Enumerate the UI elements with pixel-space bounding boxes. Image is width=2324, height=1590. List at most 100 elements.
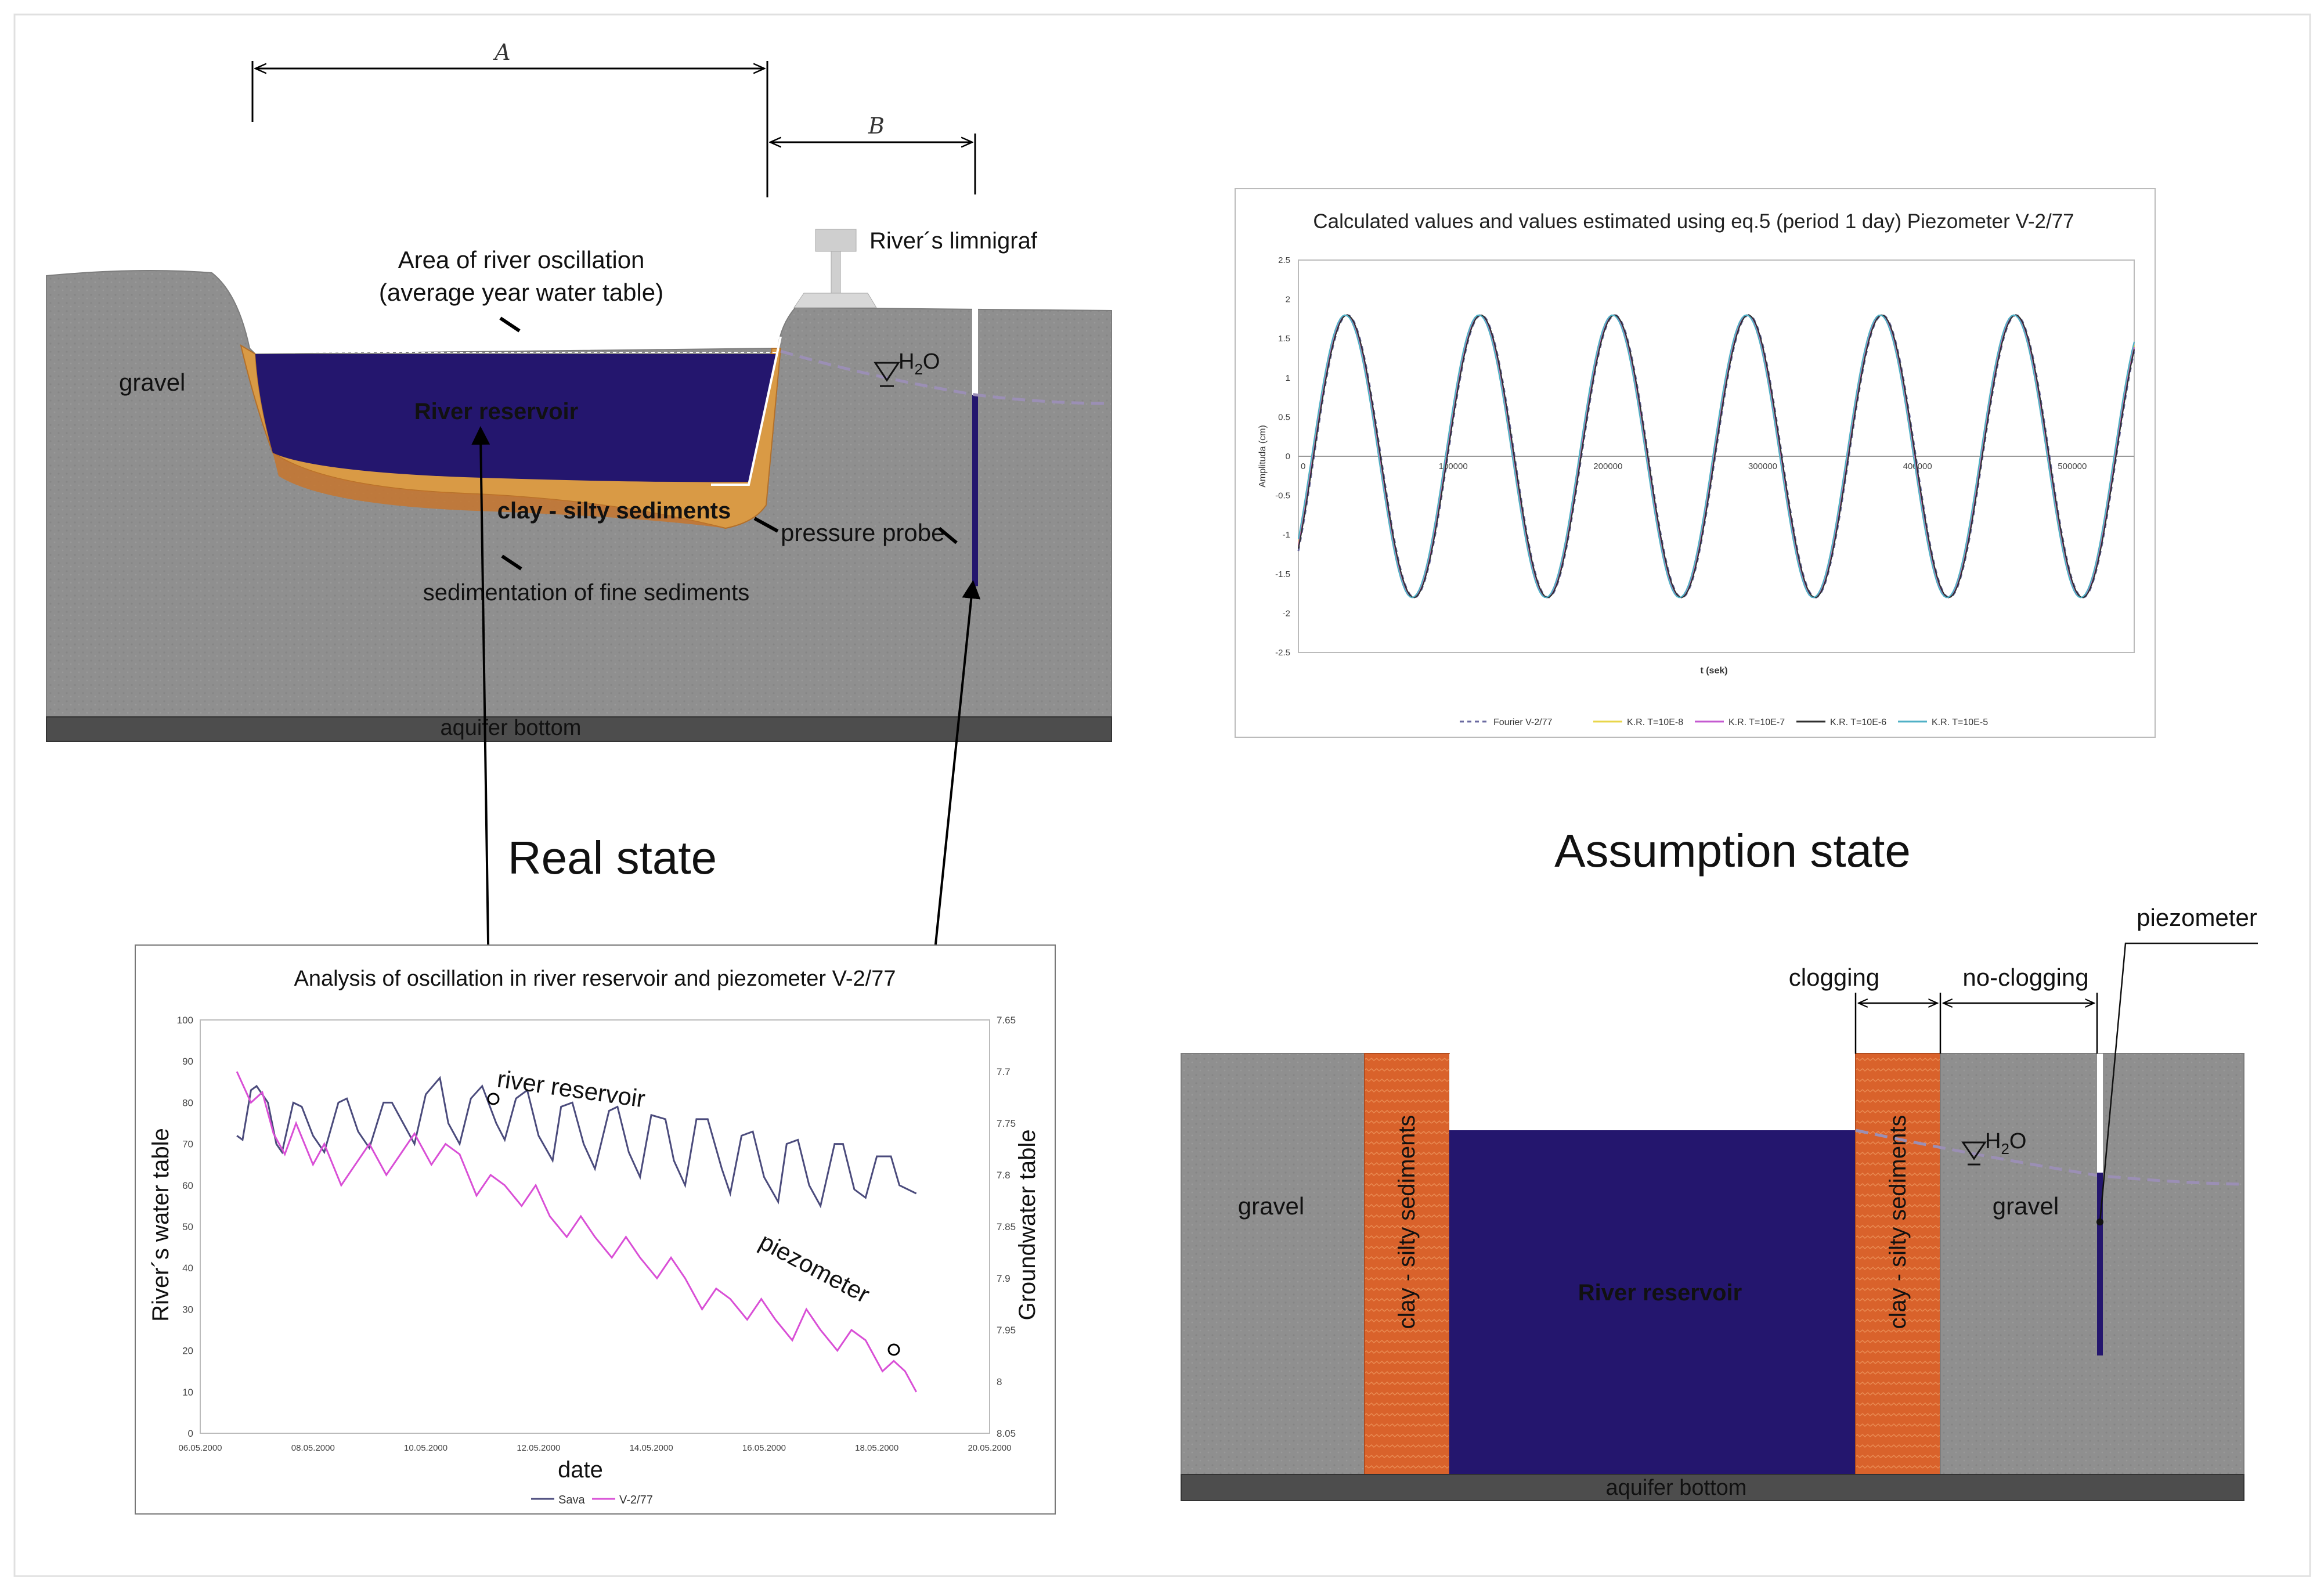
assump-piezometer-well — [2097, 1173, 2103, 1355]
water-table-symbol-icon — [874, 362, 900, 387]
chart2-legend-label-3: K.R. T=10E-6 — [1830, 718, 1886, 727]
chart1-x-tick-2: 10.05.2000 — [404, 1443, 448, 1453]
chart2-y-tick-1: 2 — [1286, 295, 1290, 305]
chart2-y-tick-3: 1 — [1286, 373, 1290, 383]
real-gravel-label: gravel — [119, 369, 185, 396]
chart2-y-tick-4: 0.5 — [1278, 412, 1290, 422]
chart1-y2-tick-1: 7.7 — [997, 1066, 1011, 1077]
oscillation-chart: Analysis of oscillation in river reservo… — [135, 944, 1056, 1515]
dim-b-label: B — [868, 113, 885, 139]
chart2-series-3 — [1297, 314, 2135, 598]
no-clogging-label: no-clogging — [1962, 964, 2088, 991]
chart1-y2-tick-6: 7.95 — [997, 1325, 1016, 1336]
chart2-ylabel: Amplituda (cm) — [1258, 425, 1268, 488]
reservoir-marker — [487, 1093, 500, 1105]
chart1-y2-tick-5: 7.9 — [997, 1273, 1011, 1284]
chart1-y2label: Groundwater table — [1015, 1129, 1040, 1320]
chart2-y-ticks: 2.521.510.50-0.5-1-1.5-2-2.5 — [1275, 255, 1290, 658]
piezometer-marker — [887, 1343, 900, 1356]
chart1-series-sava — [236, 1076, 917, 1209]
chart2-frame — [1235, 188, 2156, 738]
assump-piezometer-leader — [2099, 942, 2258, 1223]
chart2-x-tick-2: 200000 — [1593, 462, 1622, 471]
chart1-x-tick-0: 06.05.2000 — [178, 1443, 222, 1453]
oscillation-pointer — [499, 316, 521, 333]
chart2-y-tick-2: 1.5 — [1278, 334, 1290, 344]
chart1-x-tick-1: 08.05.2000 — [291, 1443, 335, 1453]
chart1-y-tick-5: 50 — [182, 1221, 193, 1232]
real-state-title: Real state — [508, 832, 717, 884]
chart1-x-tick-3: 12.05.2000 — [517, 1443, 560, 1453]
chart1-y2-tick-0: 7.65 — [997, 1015, 1016, 1026]
bank-outline — [711, 336, 782, 486]
assump-water-symbol-icon — [1961, 1141, 1987, 1166]
chart1-title: Analysis of oscillation in river reservo… — [294, 967, 896, 991]
fine-sed-label: sedimentation of fine sediments — [423, 580, 750, 605]
assump-gravel-right — [1940, 1053, 2244, 1475]
chart1-x-tick-5: 16.05.2000 — [742, 1443, 786, 1453]
assump-gravel-left-label: gravel — [1238, 1192, 1304, 1220]
real-clay-band — [273, 453, 726, 528]
chart1-legend-v277: V-2/77 — [619, 1494, 653, 1506]
real-river-water — [255, 354, 778, 482]
real-bottom-label: aquifer bottom — [441, 716, 582, 740]
amplitude-chart: Calculated values and values estimated u… — [1235, 188, 2156, 738]
real-clay-label: clay - silty sediments — [497, 498, 731, 524]
probe-pointer — [753, 517, 779, 533]
chart2-series-group — [1297, 313, 2135, 599]
chart2-x-tick-5: 500000 — [2058, 462, 2087, 471]
chart1-y-tick-9: 90 — [182, 1056, 193, 1067]
chart1-y-tick-0: 0 — [188, 1428, 193, 1439]
chart1-y-tick-6: 60 — [182, 1180, 193, 1191]
real-aquifer-bottom — [46, 716, 1112, 742]
piezometer-casing — [972, 308, 978, 395]
water-symbol-text: H2O — [898, 349, 940, 378]
chart1-y-tick-2: 20 — [182, 1346, 193, 1357]
assump-air-gap — [1449, 1054, 1856, 1130]
chart1-y2-tick-4: 7.85 — [997, 1221, 1016, 1232]
chart1-y-tick-7: 70 — [182, 1139, 193, 1150]
chart1-legend: Sava V-2/77 — [531, 1494, 653, 1506]
chart2-xlabel: t (sek) — [1700, 666, 1727, 676]
assump-gravel-left — [1181, 1053, 1365, 1475]
limnigraf-icon — [793, 229, 877, 308]
piezometer-well — [972, 395, 978, 586]
assump-river-water — [1449, 1130, 1856, 1474]
chart2-y-tick-0: 2.5 — [1278, 255, 1290, 265]
fine-sed-pointer — [501, 554, 522, 571]
assump-water-symbol-text: H2O — [1985, 1129, 2026, 1158]
chart2-y-tick-8: -1.5 — [1275, 569, 1290, 579]
limnigraf-label: River´s limnigraf — [869, 228, 1038, 254]
assump-bottom-label: aquifer bottom — [1606, 1476, 1747, 1500]
chart2-x-tick-3: 300000 — [1748, 462, 1777, 471]
assump-piezometer-label: piezometer — [2137, 904, 2257, 931]
assump-clay-right — [1855, 1053, 1941, 1475]
chart2-legend-label-0: Fourier V-2/77 — [1493, 718, 1552, 727]
real-state-section: aquifer bottom River´s limnigraf H2O A B… — [46, 39, 1112, 742]
chart2-y-tick-6: -0.5 — [1275, 491, 1290, 501]
chart1-y-tick-10: 100 — [177, 1015, 193, 1026]
chart2-x-tick-0: 0 — [1301, 462, 1305, 471]
assumption-state-title: Assumption state — [1554, 825, 1911, 877]
groundwater-table-line — [780, 349, 1109, 405]
dim-a-label: A — [493, 39, 510, 65]
assump-reservoir-label: River reservoir — [1578, 1280, 1742, 1306]
chart2-title: Calculated values and values estimated u… — [1313, 210, 2074, 233]
chart2-legend-label-4: K.R. T=10E-5 — [1932, 718, 1988, 727]
chart2-legend-label-1: K.R. T=10E-8 — [1627, 718, 1683, 727]
chart1-y2-tick-3: 7.8 — [997, 1170, 1011, 1181]
chart1-y2-tick-8: 8.05 — [997, 1428, 1016, 1439]
chart1-xlabel: date — [558, 1457, 603, 1483]
chart1-y-tick-3: 30 — [182, 1304, 193, 1315]
chart1-x-tick-4: 14.05.2000 — [630, 1443, 673, 1453]
clogging-label: clogging — [1789, 964, 1879, 991]
assump-clay-right-label: clay - silty sediments — [1885, 1115, 1911, 1329]
assump-clay-left-label: clay - silty sediments — [1394, 1115, 1420, 1329]
chart2-legend-label-2: K.R. T=10E-7 — [1728, 718, 1785, 727]
chart1-ylabel: River´s water table — [148, 1128, 174, 1321]
chart1-y2-tick-7: 8 — [997, 1376, 1002, 1387]
oscillation-label-2: (average year water table) — [379, 279, 663, 306]
